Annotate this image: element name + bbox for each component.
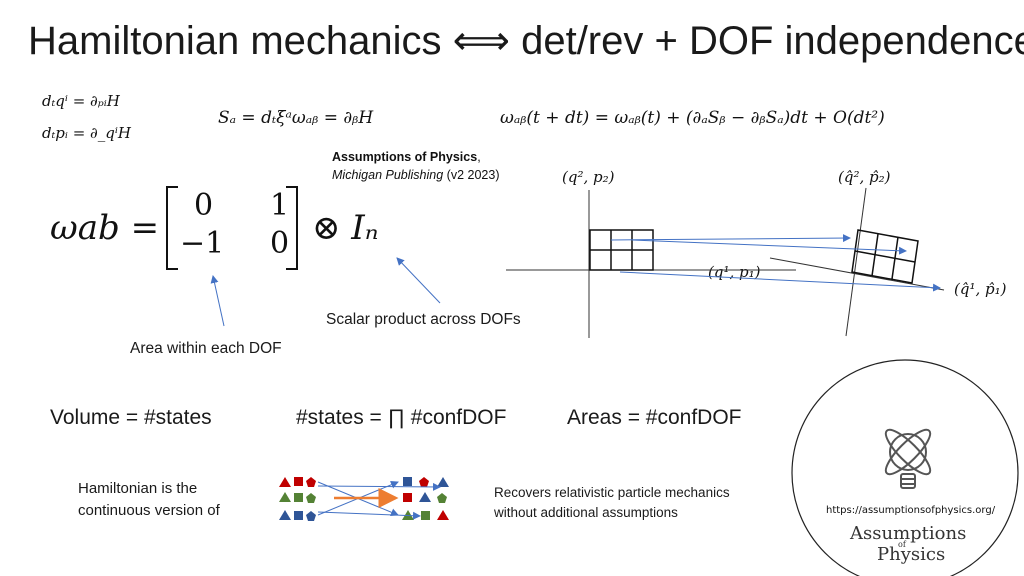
mapping-arrows (610, 234, 941, 292)
logo-url[interactable]: https://assumptionsofphysics.org/ (826, 505, 996, 516)
shapes-left (279, 477, 316, 521)
reference-publisher: Michigan Publishing (332, 168, 444, 182)
label-q2-p2: (q², p₂) (562, 168, 615, 186)
label-hat-q1-p1: (q̂¹, p̂₁) (954, 280, 1007, 298)
reference-version: (v2 2023) (446, 168, 500, 182)
matrix-right-bracket (286, 186, 298, 270)
omega-lhs: ωab = (50, 208, 160, 248)
states-relation: #states = ∏ #confDOF (296, 406, 507, 429)
permutation-arrows (317, 480, 441, 520)
logo-name-of: of (898, 540, 906, 549)
recovers-caption-line: Recovers relativistic particle mechanics (494, 485, 730, 500)
hamiltonian-caption-line: continuous version of (78, 502, 220, 519)
reference-title: Assumptions of Physics (332, 150, 478, 164)
area-within-arrow (210, 275, 225, 327)
matrix-cell: 1 (270, 188, 290, 223)
hamilton-equation-p: dₜpᵢ = ∂_qⁱH (42, 124, 131, 142)
shapes-right (402, 477, 449, 520)
matrix-left-bracket (166, 186, 178, 270)
right-axes (769, 187, 945, 337)
right-grid (851, 229, 919, 284)
hamiltonian-caption-line: Hamiltonian is the (78, 480, 198, 497)
matrix-cell: 0 (194, 188, 214, 223)
matrix-cell: −1 (180, 226, 225, 261)
logo-name-line2: Physics (877, 544, 946, 565)
label-hat-q2-p2: (q̂², p̂₂) (838, 168, 891, 186)
lightbulb-atom-icon (884, 428, 932, 489)
label-q1-p1: (q¹, p₁) (708, 263, 761, 281)
matrix: 0 1 −1 0 (166, 186, 298, 270)
volume-relation: Volume = #states (50, 406, 212, 429)
scalar-product-arrow (396, 257, 441, 304)
area-within-label: Area within each DOF (130, 340, 282, 357)
reference-citation: Assumptions of Physics, Michigan Publish… (332, 150, 500, 182)
logo-name-line1: Assumptions (850, 523, 967, 544)
evolution-equation: ωₐᵦ(t + dt) = ωₐᵦ(t) + (∂ₐSᵦ − ∂ᵦSₐ)dt +… (500, 108, 885, 128)
symplectic-equation: Sₐ = dₜξᵃωₐᵦ = ∂ᵦH (218, 108, 374, 128)
recovers-caption-line: without additional assumptions (494, 505, 678, 520)
hamilton-equation-q: dₜqⁱ = ∂ₚᵢH (42, 92, 120, 110)
recovers-caption: Recovers relativistic particle mechanics… (494, 483, 730, 523)
areas-relation: Areas = #confDOF (567, 406, 742, 429)
matrix-cell: 0 (270, 226, 290, 261)
tensor-identity: ⊗ Iₙ (312, 208, 379, 248)
slide-title: Hamiltonian mechanics ⟺ det/rev + DOF in… (28, 19, 1024, 63)
scalar-product-label: Scalar product across DOFs (326, 311, 521, 328)
left-grid (589, 229, 654, 271)
hamiltonian-caption: Hamiltonian is the continuous version of (78, 478, 220, 522)
